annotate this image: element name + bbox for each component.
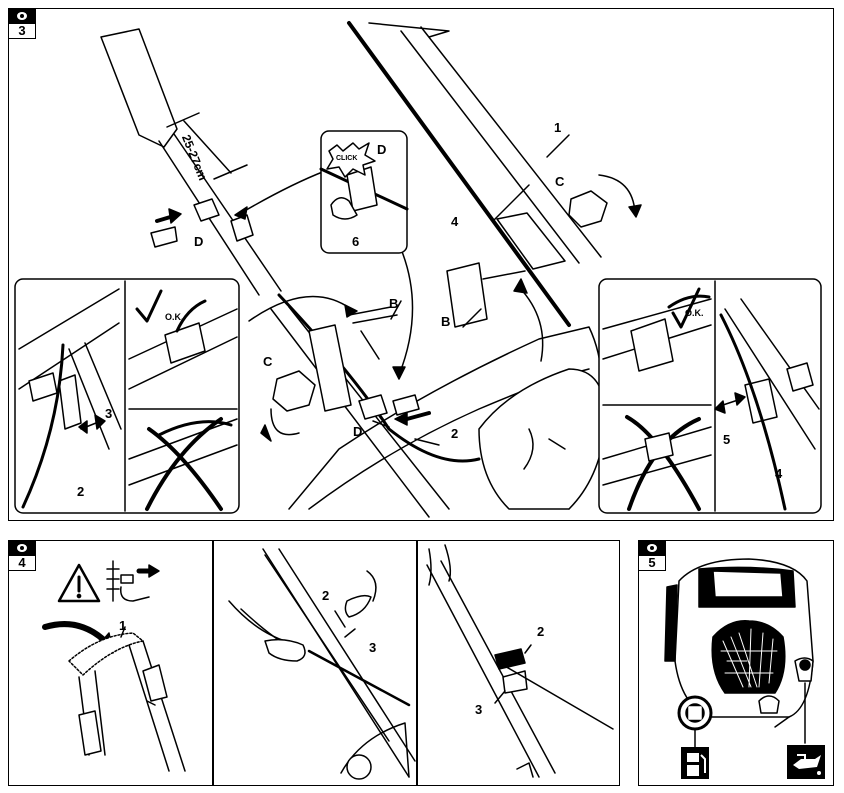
check-mark-left <box>135 289 163 323</box>
label-1: 1 <box>554 120 562 135</box>
cable-clip-d-left <box>193 198 220 222</box>
figure-number: 3 <box>18 23 26 38</box>
cable-clip <box>494 648 526 670</box>
tube-joint <box>308 324 352 412</box>
lower-handle <box>262 548 416 778</box>
figure-3-drawing <box>14 21 822 518</box>
oil-icon <box>787 745 825 779</box>
handle-lower-left <box>270 306 450 518</box>
cable-black <box>347 21 571 327</box>
label-2-left: 2 <box>77 484 85 499</box>
label-4-3a: 3 <box>369 640 377 655</box>
figure-4-panel: 4 <box>8 540 620 786</box>
label-4: 4 <box>451 214 459 229</box>
label-b-right: B <box>441 314 451 329</box>
fuel-icon <box>681 747 709 779</box>
clip-d-center <box>358 394 388 420</box>
handle-bar-right <box>400 26 602 264</box>
click-burst <box>326 142 376 178</box>
label-b-center: B <box>389 296 399 311</box>
mower-body <box>340 722 410 778</box>
fold-arrow <box>42 621 108 644</box>
label-c-center: C <box>263 354 273 369</box>
label-4-3b: 3 <box>475 702 483 717</box>
engine-cover <box>478 368 607 510</box>
oil-cap <box>799 659 811 671</box>
cable-clip-release <box>230 214 254 242</box>
figure-5-drawing <box>664 558 825 779</box>
label-4-right: 4 <box>775 466 783 481</box>
figure-number: 5 <box>648 555 656 570</box>
click-text: CLICK <box>336 155 358 162</box>
figure-3-badge: 3 <box>9 9 36 39</box>
ok-label-left: O.K. <box>165 312 184 322</box>
upper-handle <box>264 554 390 742</box>
handle-tube <box>426 560 556 778</box>
figure-3-panel: 3 <box>8 8 834 521</box>
label-4-2a: 2 <box>322 588 330 603</box>
handle-upper-right <box>368 22 450 38</box>
figure-5-badge: 5 <box>639 541 666 571</box>
cable-run <box>502 664 614 730</box>
figure-4-badge: 4 <box>9 541 36 571</box>
divider-1 <box>212 541 214 785</box>
label-5: 5 <box>723 432 731 447</box>
check-mark-right <box>671 287 701 329</box>
camera-icon <box>9 9 35 24</box>
plug-left <box>150 226 178 248</box>
air-vent <box>711 620 786 694</box>
lower-tube <box>496 212 566 270</box>
handle-grip-left <box>100 28 178 148</box>
hand-left <box>264 638 306 662</box>
label-2-center: 2 <box>451 426 459 441</box>
camera-icon <box>639 541 665 556</box>
knob-c-right <box>568 190 608 228</box>
divider-2 <box>416 541 418 785</box>
label-d-inset: D <box>377 142 387 157</box>
label-4-1: 1 <box>119 618 127 633</box>
ok-label-right: O.K. <box>685 308 704 318</box>
cable-loose <box>307 649 411 707</box>
hand-right <box>344 594 372 618</box>
figure-number: 4 <box>18 555 26 570</box>
figure-4-drawing <box>42 544 614 780</box>
label-d-center: D <box>353 424 363 439</box>
unplug-icon <box>106 560 120 602</box>
label-c-right: C <box>555 174 565 189</box>
bolt-b-center <box>348 306 398 360</box>
knob-c-center <box>272 370 316 412</box>
bolt-b-right <box>446 262 488 328</box>
right-detail-inset <box>598 278 822 514</box>
figure-5-panel: 5 <box>638 540 834 786</box>
label-3: 3 <box>105 406 113 421</box>
label-4-2b: 2 <box>537 624 545 639</box>
label-d-left: D <box>194 234 204 249</box>
label-6: 6 <box>352 234 360 249</box>
camera-icon <box>9 541 35 556</box>
